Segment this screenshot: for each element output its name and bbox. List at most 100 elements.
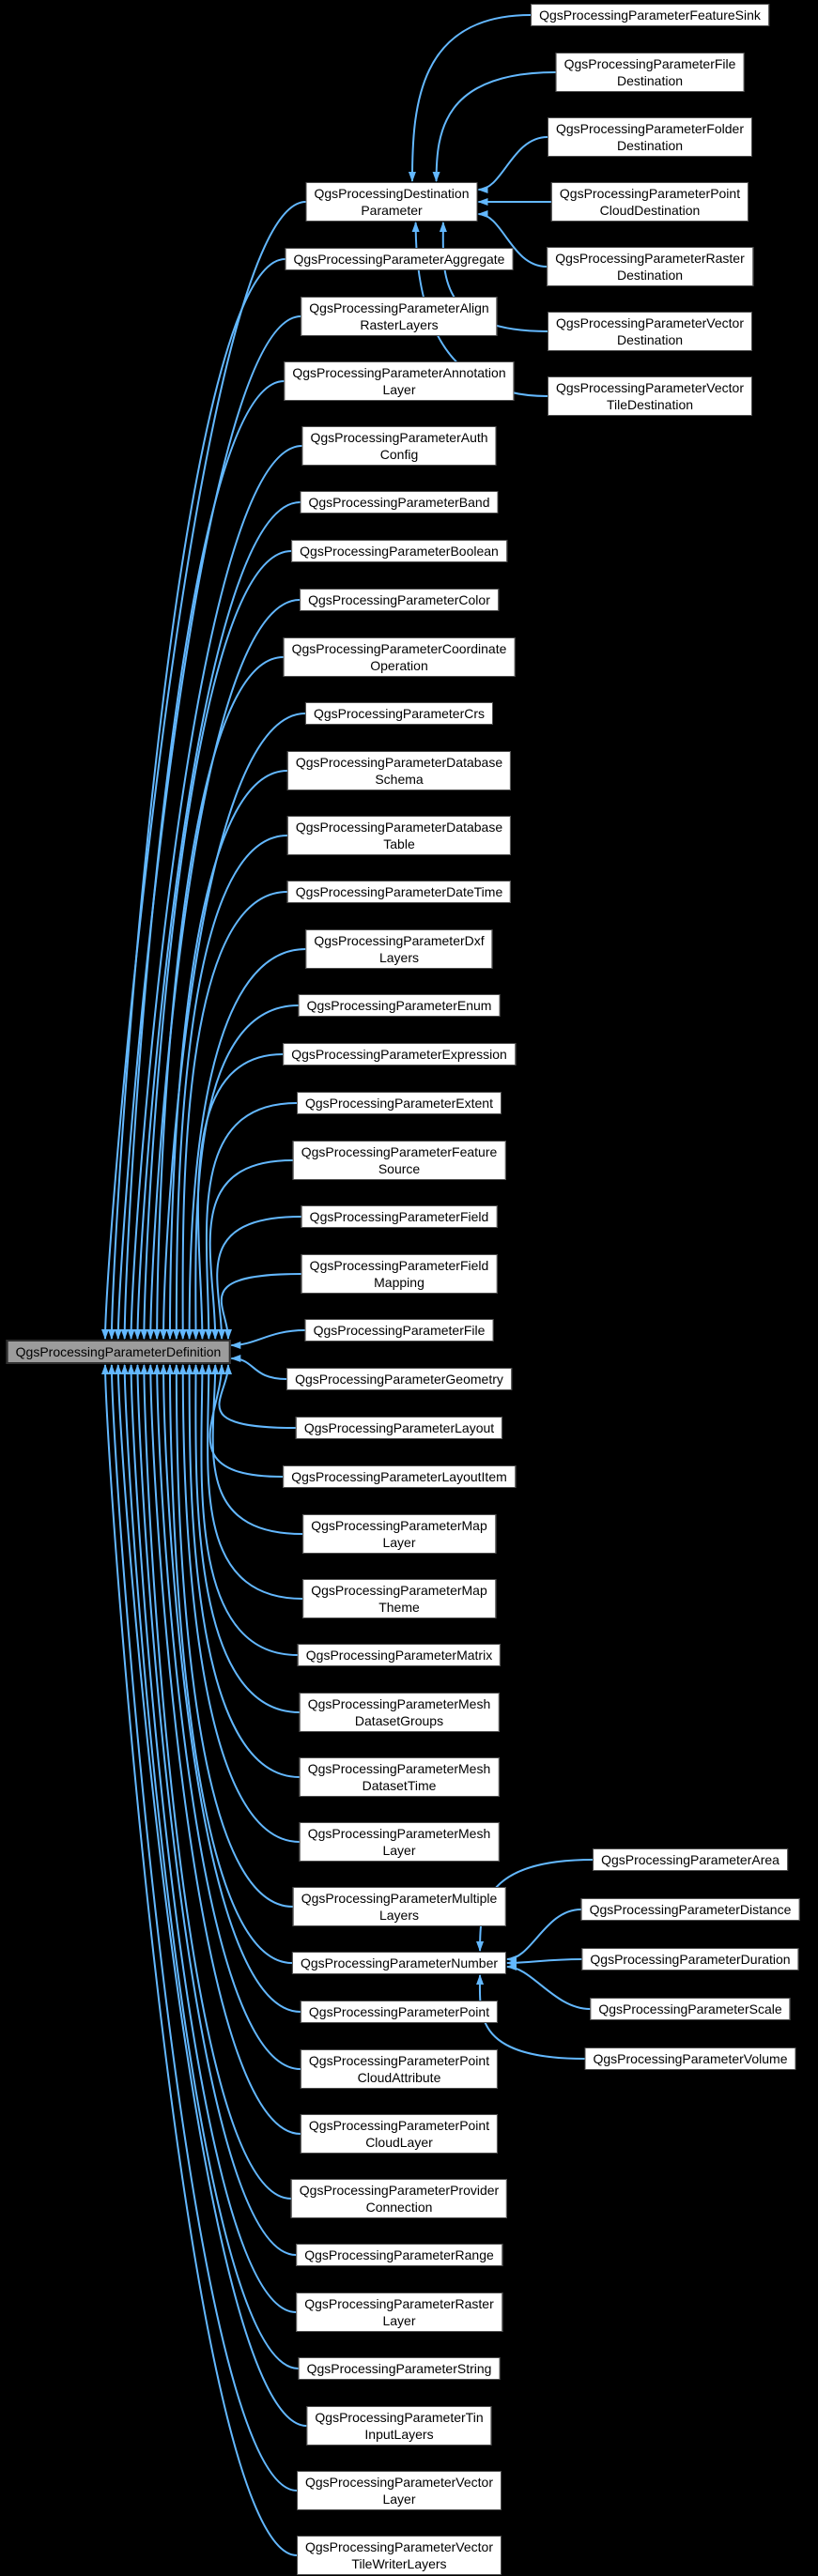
class-node-label: CloudDestination <box>599 203 701 218</box>
class-node[interactable]: QgsProcessingParameterBand <box>300 491 499 514</box>
class-node-label: QgsProcessingParameterMap <box>311 1583 487 1598</box>
class-node[interactable]: QgsProcessingParameterAggregate <box>285 248 514 270</box>
inheritance-edge <box>172 835 287 1340</box>
inheritance-edge <box>230 1329 305 1349</box>
inheritance-edge <box>160 713 305 1340</box>
class-node-label: QgsProcessingParameterPoint <box>308 2004 490 2019</box>
inheritance-edge <box>127 1364 297 2313</box>
class-node[interactable]: QgsProcessingParameterArea <box>593 1848 788 1871</box>
inheritance-edge <box>408 14 532 182</box>
class-node-label: QgsProcessingParameterCoordinate <box>291 641 507 656</box>
class-node-label: QgsProcessingParameterField <box>309 1258 489 1273</box>
class-node[interactable]: QgsProcessingParameterDateTime <box>286 881 512 903</box>
class-node[interactable]: QgsProcessingParameterEnum <box>298 994 501 1017</box>
class-node-label: QgsProcessingParameterDatabase <box>295 755 503 770</box>
class-node-label: Layer <box>382 1843 416 1858</box>
class-node[interactable]: QgsProcessingParameterDistance <box>580 1898 800 1921</box>
class-node[interactable]: QgsProcessingParameterExtent <box>297 1092 502 1114</box>
class-node[interactable]: QgsProcessingParameterString <box>298 2357 501 2380</box>
class-node-label: QgsProcessingParameterMesh <box>307 1826 491 1841</box>
class-node[interactable]: QgsProcessingParameterExpression <box>283 1043 516 1066</box>
class-node-label: QgsProcessingParameterVector <box>305 2475 493 2490</box>
inheritance-edge <box>220 1273 301 1340</box>
inheritance-edge <box>120 1364 299 2369</box>
class-node-label: QgsProcessingParameterFeatureSink <box>539 8 761 23</box>
inheritance-edge <box>133 1364 297 2256</box>
class-node[interactable]: QgsProcessingParameterLayoutItem <box>283 1465 516 1488</box>
class-node[interactable]: QgsProcessingParameterPoint <box>300 2001 499 2023</box>
class-node[interactable]: QgsProcessingParameterNumber <box>291 1952 507 1974</box>
inheritance-edge <box>120 380 285 1340</box>
class-node-label: QgsProcessingParameterAlign <box>309 300 489 315</box>
inheritance-edge <box>208 1364 284 1478</box>
class-node[interactable]: QgsProcessingParameterScale <box>590 1998 791 2020</box>
class-node-label: Mapping <box>374 1275 424 1290</box>
class-node-label: QgsProcessingParameterVector <box>556 315 744 330</box>
class-node-label: DatasetTime <box>362 1778 437 1793</box>
class-node[interactable]: QgsProcessingParameterLayout <box>295 1417 503 1439</box>
class-node[interactable]: QgsProcessingParameterBoolean <box>291 540 507 562</box>
inheritance-edge <box>165 1364 292 1964</box>
inheritance-edge <box>230 1355 287 1380</box>
inheritance-edge <box>114 1364 307 2427</box>
class-node-label: Destination <box>616 138 684 153</box>
inheritance-edge <box>477 210 548 268</box>
class-node[interactable]: QgsProcessingParameterField <box>301 1205 498 1228</box>
class-node-label: Layer <box>382 382 416 397</box>
class-node[interactable]: QgsProcessingParameterDuration <box>581 1948 799 1970</box>
class-node-label: Layer <box>382 1535 416 1550</box>
class-node-label: QgsProcessingParameterRaster <box>555 251 745 266</box>
class-node-label: QgsProcessingParameterMultiple <box>301 1891 498 1906</box>
class-node-label: CloudAttribute <box>357 2070 441 2085</box>
class-node-label: QgsProcessingParameterRaster <box>304 2296 494 2311</box>
class-node[interactable]: QgsProcessingParameterGeometry <box>286 1368 512 1390</box>
class-node-label: QgsProcessingParameterExpression <box>291 1047 507 1062</box>
class-node[interactable]: QgsProcessingParameterRange <box>296 2244 502 2266</box>
class-node[interactable]: QgsProcessingParameterMatrix <box>297 1644 502 1666</box>
inheritance-edge <box>107 258 286 1340</box>
class-node-label: Connection <box>365 2200 433 2215</box>
class-node-label: QgsProcessingParameterBoolean <box>300 544 499 559</box>
class-node[interactable]: QgsProcessingParameterCrs <box>304 702 494 725</box>
class-node-label: Destination <box>616 332 684 347</box>
class-node[interactable]: QgsProcessingParameterVolume <box>584 2047 796 2070</box>
class-node-label: QgsProcessingParameterFolder <box>556 121 744 136</box>
class-node-label: DatasetGroups <box>354 1713 444 1728</box>
class-node-label: QgsProcessingParameterDateTime <box>295 884 503 899</box>
inheritance-edge <box>196 1053 284 1340</box>
class-node-label: QgsProcessingParameterPoint <box>308 2118 490 2133</box>
class-node-label: Layers <box>378 1908 420 1923</box>
class-node[interactable]: QgsProcessingParameterColor <box>300 589 499 611</box>
class-node[interactable]: QgsProcessingParameterFeatureSink <box>531 4 769 26</box>
class-node[interactable]: QgsProcessingParameterFile <box>304 1319 494 1342</box>
